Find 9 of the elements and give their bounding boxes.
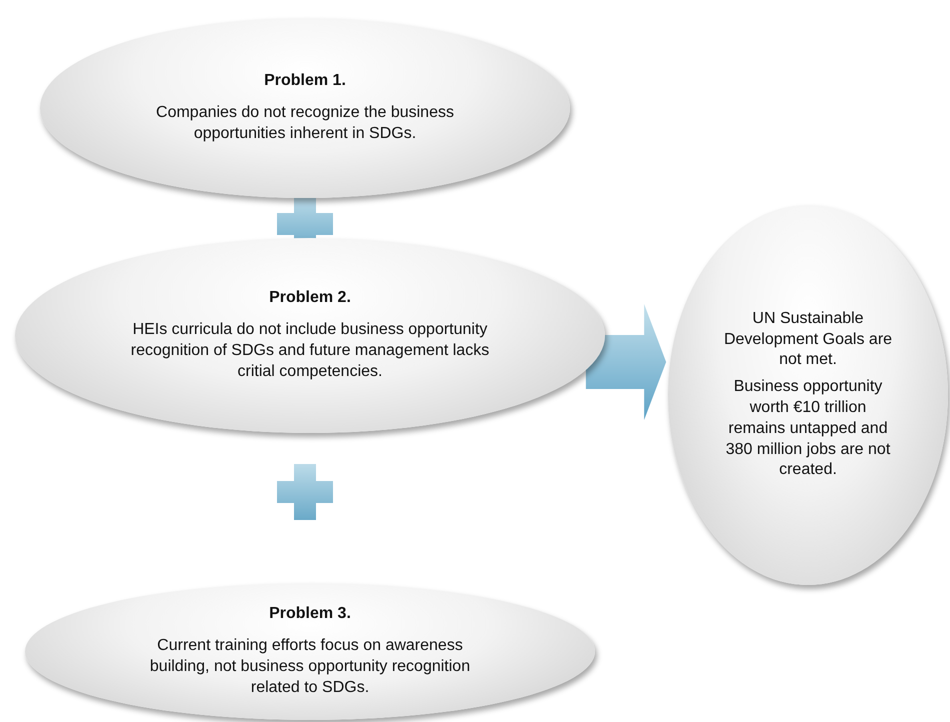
node-text: Companies do not recognize the business opportunities inherent in SDGs.	[155, 103, 455, 144]
node-heading: Problem 2.	[268, 288, 352, 308]
node-heading: Problem 3.	[268, 604, 352, 624]
node-text: HEIs curricula do not include business opportunity recognition of SDGs and future management lacks critial competencies.	[130, 320, 490, 382]
node-heading: Problem 1.	[263, 71, 347, 92]
block-arrow	[586, 304, 666, 420]
node-text: Current training efforts focus on awareness building, not business opportunity recognition related to SDGs.	[148, 636, 472, 698]
node-text: UN Sustainable Development Goals are not met.	[723, 308, 893, 370]
node-text: Business opportunity worth €10 trillion remains untapped and 380 million jobs are not created.	[724, 377, 892, 480]
